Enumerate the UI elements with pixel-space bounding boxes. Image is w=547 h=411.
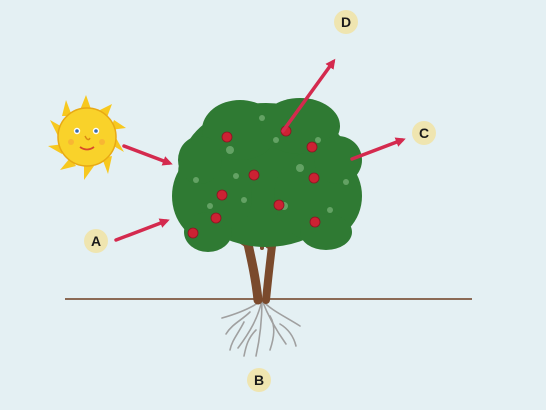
sun-icon	[48, 95, 126, 180]
label-b: B	[247, 368, 271, 392]
label-d-text: D	[341, 14, 351, 30]
foliage	[172, 98, 362, 252]
apple	[210, 212, 222, 224]
apple	[309, 216, 321, 228]
label-d: D	[334, 10, 358, 34]
label-b-text: B	[254, 372, 264, 388]
arrow-a-to-tree	[114, 218, 170, 242]
arrow-sun-to-tree	[122, 144, 173, 166]
apple	[216, 189, 228, 201]
apple	[248, 169, 260, 181]
apple	[306, 141, 318, 153]
label-a: A	[84, 229, 108, 253]
arrows	[114, 58, 406, 242]
apple	[221, 131, 233, 143]
label-c-text: C	[419, 125, 429, 141]
arrow-tree-to-c	[350, 137, 406, 161]
label-a-text: A	[91, 233, 101, 249]
apples	[187, 125, 321, 239]
apple	[187, 227, 199, 239]
label-c: C	[412, 121, 436, 145]
foliage-highlights	[193, 115, 349, 213]
roots	[221, 299, 301, 357]
apple	[273, 199, 285, 211]
arrow-tree-to-d	[281, 58, 336, 133]
apple	[308, 172, 320, 184]
